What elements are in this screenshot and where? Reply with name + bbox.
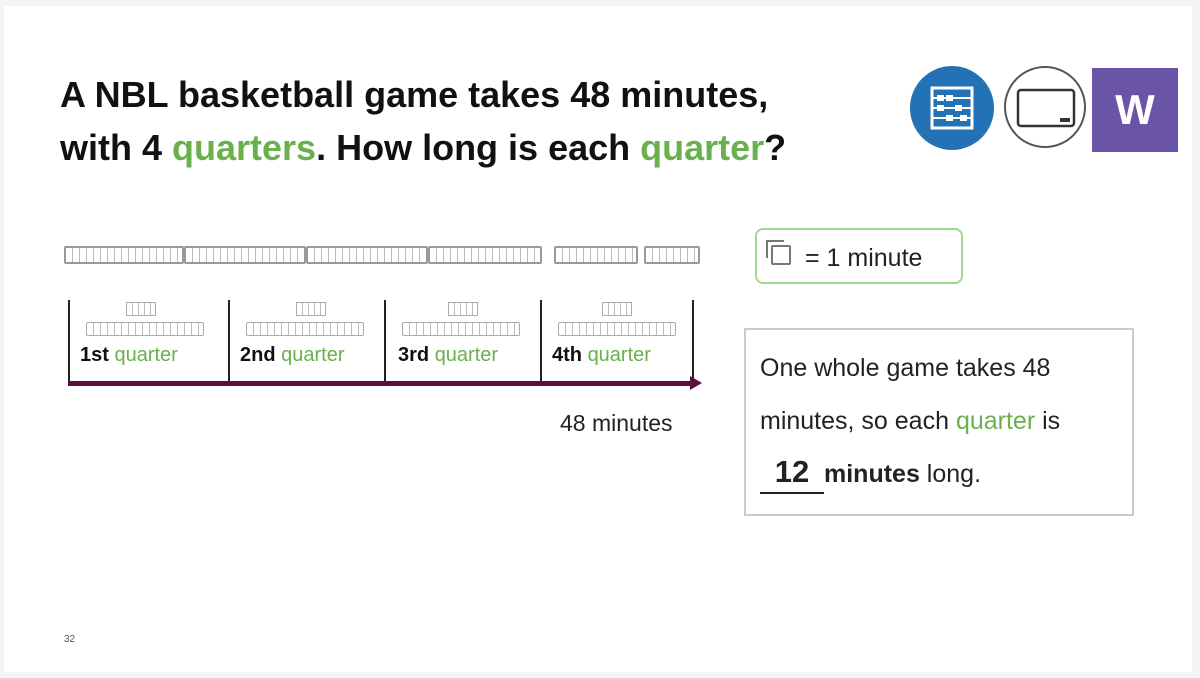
word-tool-label: W (1115, 86, 1155, 133)
cube-strip (428, 246, 542, 264)
cube-strip (64, 246, 184, 264)
cube-strip (246, 322, 364, 336)
segment-divider (68, 300, 70, 382)
answer-unit: minutes (824, 460, 920, 488)
segment-divider (540, 300, 542, 382)
segment-divider (692, 300, 694, 382)
answer-keyword-quarter: quarter (955, 407, 1036, 435)
page-number: 32 (64, 634, 76, 645)
answer-box: One whole game takes 48 minutes, so each… (744, 328, 1134, 516)
question-text: A NBL basketball game takes 48 minutes, … (60, 68, 900, 174)
cube-group (126, 302, 156, 316)
question-line-2-part-a: with 4 (60, 127, 173, 168)
arrow-head-icon (690, 376, 702, 390)
segment-label-1: 1st quarter (80, 344, 178, 366)
timeline-line (68, 381, 694, 386)
cube-strip (86, 322, 204, 336)
segment-label-3: 3rd quarter (398, 344, 499, 366)
cube-icon (766, 240, 791, 265)
segment-divider (228, 300, 230, 382)
bead-string-icon[interactable] (910, 66, 994, 150)
cube-strip (558, 322, 676, 336)
cube-strip (184, 246, 306, 264)
key-text: = 1 minute (805, 244, 923, 272)
cube-strip (644, 246, 700, 264)
cube-strip (306, 246, 428, 264)
segment-label-4: 4th quarter (552, 344, 651, 366)
slide: A NBL basketball game takes 48 minutes, … (4, 6, 1192, 672)
cube-group (448, 302, 478, 316)
cube-strip (402, 322, 520, 336)
key-box: = 1 minute (755, 228, 963, 284)
cube-group (296, 302, 326, 316)
question-keyword-quarters: quarters (172, 127, 317, 168)
quarters-timeline: 1st quarter 2nd quarter 3rd quarter 4th … (64, 296, 704, 406)
answer-value: 12 (760, 452, 824, 494)
segment-divider (384, 300, 386, 382)
cube-group (602, 302, 632, 316)
whiteboard-icon[interactable] (1004, 66, 1086, 148)
cube-strip (554, 246, 638, 264)
answer-line-1: One whole game takes 48 (760, 354, 1051, 382)
answer-line-3-end: long. (919, 460, 982, 488)
question-keyword-quarter: quarter (640, 127, 765, 168)
segment-label-2: 2nd quarter (240, 344, 345, 366)
answer-line-2-part-c: is (1035, 407, 1061, 435)
word-tool-button[interactable]: W (1092, 68, 1178, 152)
answer-line-2-part-a: minutes, so each (760, 407, 956, 435)
question-line-1: A NBL basketball game takes 48 minutes, (60, 74, 769, 115)
total-minutes-label: 48 minutes (560, 410, 673, 436)
question-line-2-part-e: ? (764, 127, 787, 168)
question-line-2-part-c: . How long is each (316, 127, 641, 168)
